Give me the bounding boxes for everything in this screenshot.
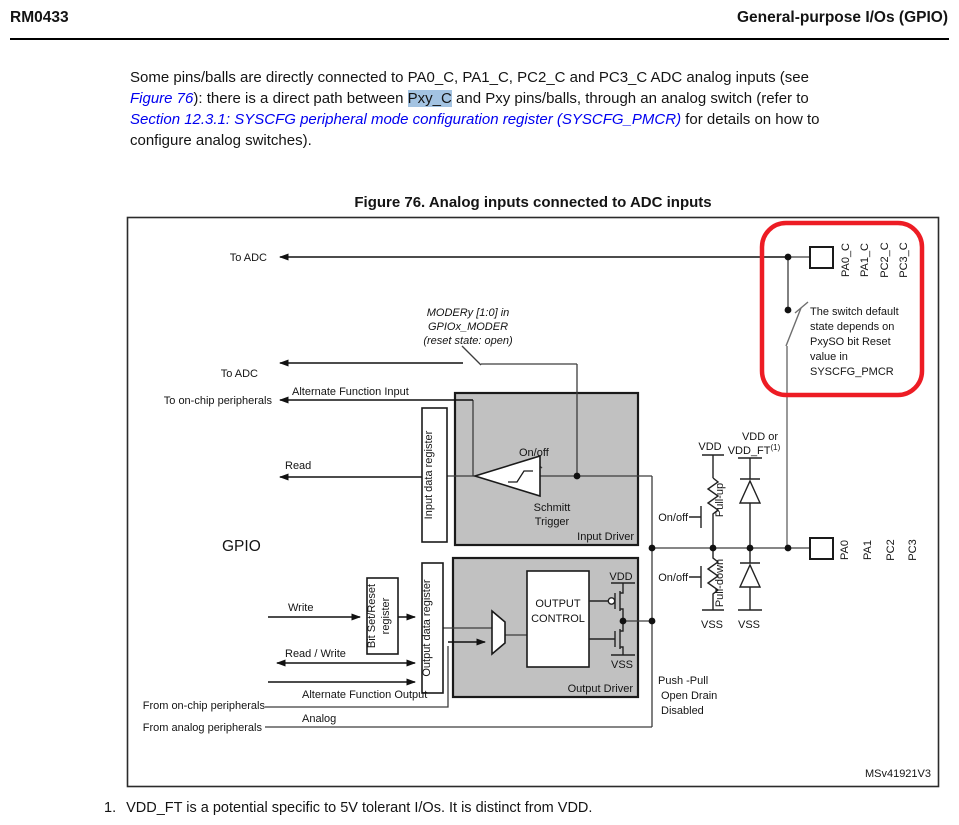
- pulldown-resistor: [706, 548, 720, 610]
- red-annotation-outline: [759, 220, 925, 398]
- pin-label-pa0c: PA0_C: [840, 243, 852, 277]
- write-label: Write: [288, 602, 313, 614]
- schmitt-label: Trigger: [535, 516, 570, 528]
- figure-76-link[interactable]: Figure 76: [130, 90, 194, 107]
- vss-diode-label: VSS: [738, 619, 760, 631]
- footnote-text: VDD_FT is a potential specific to 5V tol…: [126, 800, 593, 816]
- from-onchip-label: From on-chip peripherals: [143, 700, 266, 712]
- vdd-ft-text: VDD_FT: [728, 445, 771, 457]
- output-control-label: OUTPUT: [535, 598, 581, 610]
- pull-down-label: Pull-down: [714, 559, 726, 607]
- read-label: Read: [285, 460, 311, 472]
- pin-label-pc3c: PC3_C: [898, 242, 910, 278]
- to-adc-mid-label: To ADC: [221, 368, 258, 380]
- pin-label-pc2c: PC2_C: [879, 242, 891, 278]
- input-driver-block: [453, 391, 640, 547]
- schmitt-trigger-symbol: [472, 454, 541, 498]
- header-rule: [10, 38, 949, 40]
- nmos-transistor: [589, 629, 621, 649]
- pin-label-pa0: PA0: [839, 540, 851, 560]
- intro-paragraph: Some pins/balls are directly connected t…: [130, 67, 846, 151]
- hysteresis-icon: [508, 470, 533, 483]
- figure-caption: Figure 76. Analog inputs connected to AD…: [354, 194, 712, 211]
- moder-note: GPIOx_MODER: [428, 321, 508, 333]
- bsrr-label: Bit Set/Reset: [366, 584, 378, 648]
- figure-id-code: MSv41921V3: [865, 768, 931, 780]
- selected-text-pxy-c: Pxy_C: [407, 90, 452, 107]
- register-boxes: [366, 246, 834, 694]
- document-reference: RM0433: [10, 9, 69, 26]
- section-12-3-1-link[interactable]: Section 12.3.1: SYSCFG peripheral mode c…: [130, 111, 682, 128]
- pin-label-pa1: PA1: [862, 540, 874, 560]
- vdd-label: VDD: [609, 571, 632, 583]
- pin-pad-box-analog: [809, 246, 834, 269]
- switch-default-note: SYSCFG_PMCR: [810, 366, 894, 378]
- analog-label: Analog: [302, 713, 336, 725]
- text-run: ): there is a direct path between: [193, 90, 408, 107]
- pin-label-pa1c: PA1_C: [859, 243, 871, 277]
- footnote-marker: 1.: [104, 800, 117, 816]
- vdd-ft-label: VDD_FT(1): [728, 443, 781, 457]
- switch-wires-group: [785, 301, 809, 548]
- vdd-ft-superscript: (1): [771, 443, 781, 452]
- pulldown-onoff-label: On/off: [658, 572, 689, 584]
- schmitt-onoff-label: On/off: [519, 447, 550, 459]
- schmitt-label: Schmitt: [534, 502, 571, 514]
- from-analog-label: From analog peripherals: [143, 722, 263, 734]
- text-run: Some pins/balls are directly connected t…: [130, 69, 809, 86]
- text-run: for details on how to configure analog s…: [130, 111, 820, 149]
- pin-label-pc3: PC3: [907, 539, 919, 560]
- output-modes-note: Disabled: [661, 705, 704, 717]
- gpio-label: GPIO: [222, 538, 261, 555]
- vdd-ft-label: VDD or: [742, 431, 778, 443]
- analog-switch-blade: [785, 307, 802, 347]
- vss-label: VSS: [611, 659, 633, 671]
- pullup-onoff-label: On/off: [658, 512, 689, 524]
- output-mux-symbol: [491, 609, 506, 656]
- read-write-label: Read / Write: [285, 648, 346, 660]
- pullup-resistor: [706, 477, 720, 548]
- footnote: 1. VDD_FT is a potential specific to 5V t…: [104, 800, 592, 816]
- switch-default-note: The switch default: [810, 306, 899, 318]
- output-data-register-box: [421, 562, 444, 694]
- switch-default-note: PxySO bit Reset: [810, 336, 891, 348]
- vdd-pull-label: VDD: [698, 441, 721, 453]
- pull-up-label: Pull-up: [714, 483, 726, 517]
- moder-note: MODERy [1:0] in: [427, 307, 510, 319]
- input-data-register-box: [421, 407, 448, 543]
- output-control-box: [526, 570, 590, 668]
- note-leader-line: [794, 301, 809, 314]
- moder-note: (reset state: open): [423, 335, 513, 347]
- alt-function-output-label: Alternate Function Output: [302, 689, 427, 701]
- text-run: and Pxy pins/balls, through an analog sw…: [451, 90, 809, 107]
- output-data-register-label: Output data register: [421, 579, 433, 677]
- signal-arrows-group: [268, 253, 788, 686]
- vss-pulldown-label: VSS: [701, 619, 723, 631]
- pin-pad-box-io: [809, 537, 834, 560]
- alt-function-input-label: Alternate Function Input: [292, 386, 409, 398]
- bsrr-label: register: [380, 597, 392, 634]
- to-adc-top-label: To ADC: [230, 252, 267, 264]
- chapter-title: General-purpose I/Os (GPIO): [736, 9, 948, 26]
- junction-dots: [573, 253, 792, 625]
- to-onchip-label: To on-chip peripherals: [164, 395, 273, 407]
- output-driver-label: Output Driver: [568, 683, 634, 695]
- input-driver-label: Input Driver: [577, 531, 634, 543]
- switch-default-note: value in: [810, 351, 848, 363]
- switch-default-note: state depends on: [810, 321, 894, 333]
- bit-set-reset-register-box: [366, 577, 399, 655]
- output-modes-note: Push -Pull: [658, 675, 708, 687]
- pin-label-pc2: PC2: [885, 539, 897, 560]
- input-data-register-label: Input data register: [423, 430, 435, 519]
- output-modes-note: Open Drain: [661, 690, 717, 702]
- output-control-label: CONTROL: [531, 613, 585, 625]
